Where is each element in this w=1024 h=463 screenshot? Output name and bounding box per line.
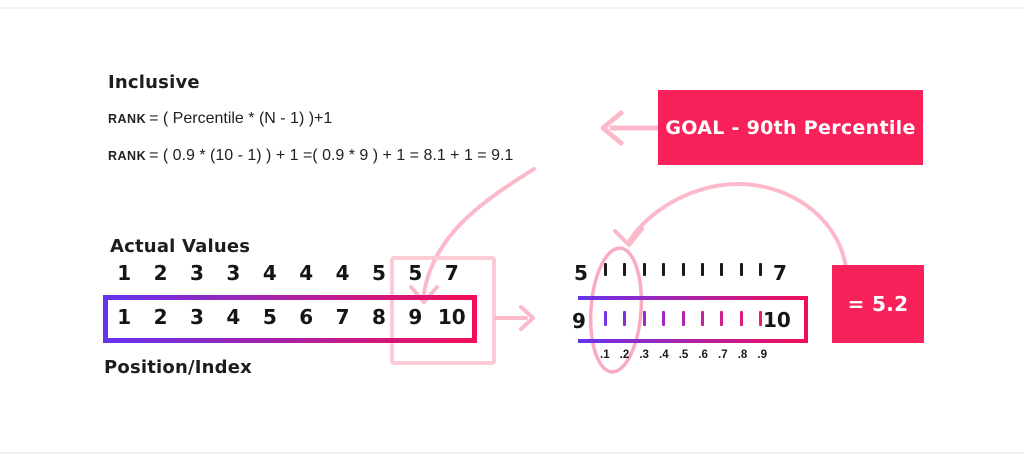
numberline-top-border [578,296,808,300]
formula-general: RANK= ( Percentile * (N - 1) )+1 [108,110,332,128]
actual-value: 7 [444,261,459,285]
method-title: Inclusive [108,72,200,93]
fraction-label: .2 [619,349,630,361]
fraction-label: .5 [678,349,689,361]
formula-worked-text: = ( 0.9 * (10 - 1) ) + 1 =( 0.9 * 9 ) + … [149,147,514,164]
fraction-label: .9 [757,349,767,361]
actual-value: 2 [153,261,168,285]
numberline-position-ticks [604,311,762,326]
actual-value: 5 [372,261,386,285]
tick-mark [662,311,666,326]
fraction-labels-row: .1 .2 .3 .4 .5 .6 .7 .8 .9 [600,349,767,361]
tick-mark [681,311,685,326]
position-index: 7 [335,305,350,329]
position-index-title: Position/Index [104,357,252,378]
tick-mark [604,263,607,276]
goal-callout-box: GOAL - 90th Percentile [658,90,923,165]
tick-mark [642,263,646,276]
rank-label: RANK [108,149,147,163]
actual-value: 3 [226,261,241,285]
formula-general-text: = ( Percentile * (N - 1) )+1 [149,110,333,127]
fraction-label: .7 [718,349,728,361]
loop-arrow-line [628,182,848,270]
position-index: 2 [153,305,168,329]
position-index: 10 [437,305,466,329]
position-index: 1 [117,305,132,329]
actual-values-title: Actual Values [110,236,251,257]
fraction-label: .4 [659,349,669,361]
tick-mark [739,263,743,276]
fraction-label: .6 [698,349,708,361]
position-index: 9 [408,305,423,329]
tick-mark [642,311,646,326]
top-divider-line [0,7,1024,9]
tick-mark [662,263,666,276]
rank-label: RANK [108,112,147,126]
position-index: 4 [226,305,241,329]
actual-value: 4 [335,261,350,285]
actual-value: 3 [190,261,204,285]
numberline-position-start: 9 [572,309,586,333]
actual-values-row: 1 2 3 3 4 4 4 5 5 7 [106,261,470,285]
fraction-label: .8 [737,349,748,361]
position-index: 3 [190,305,204,329]
connector-arrow-head-icon [519,305,535,331]
numberline-value-start: 5 [574,261,588,285]
position-index: 8 [372,305,386,329]
numberline-value-ticks [604,263,762,276]
loop-arrow-head-icon [613,227,644,247]
fraction-label: .3 [639,349,649,361]
goal-arrow-head-icon [600,110,624,146]
actual-value: 5 [408,261,423,285]
tick-mark [681,263,685,276]
tick-mark [700,263,704,276]
actual-value: 1 [117,261,132,285]
tick-mark [759,311,762,326]
result-callout-box: = 5.2 [832,265,924,343]
numberline-value-end: 7 [773,261,787,285]
position-index: 6 [299,305,314,329]
position-index: 5 [262,305,277,329]
actual-value: 4 [299,261,314,285]
formula-worked: RANK= ( 0.9 * (10 - 1) ) + 1 =( 0.9 * 9 … [108,147,513,165]
actual-value: 4 [262,261,277,285]
tick-mark [623,311,627,326]
numberline-right-border [804,296,808,343]
bottom-divider-line [0,452,1024,454]
fraction-label: .1 [600,349,610,361]
tick-mark [604,311,607,326]
numberline-position-end: 10 [763,308,791,332]
tick-mark [700,311,704,326]
position-gradient-box [103,295,477,343]
tick-mark [759,263,762,276]
numberline-bottom-border [578,339,808,343]
tick-mark [720,311,724,326]
tick-mark [623,263,627,276]
position-index-row: 1 2 3 4 5 6 7 8 9 10 [106,305,470,329]
tick-mark [739,311,743,326]
tick-mark [720,263,724,276]
